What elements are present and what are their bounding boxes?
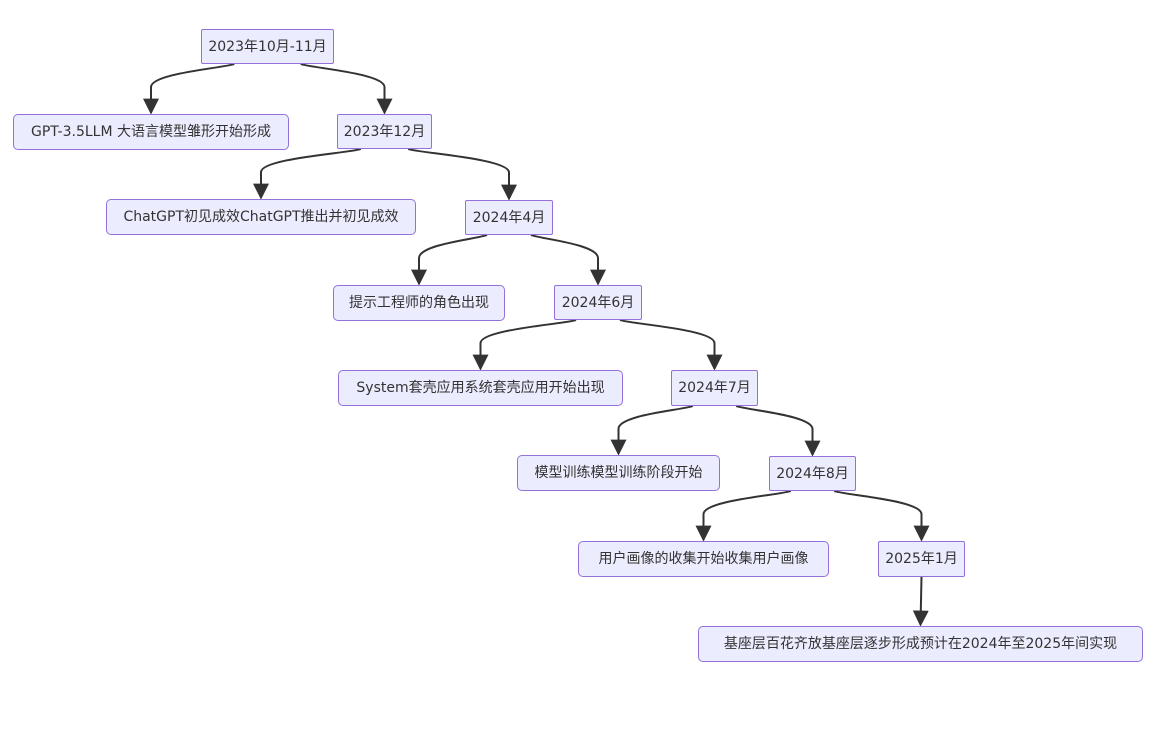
edge-d2023_10_11-to-gpt35 bbox=[143, 63, 235, 115]
node-2023-10-11: 2023年10月-11月 bbox=[201, 29, 334, 64]
node-label: 用户画像的收集开始收集用户画像 bbox=[598, 551, 809, 567]
edge-d2023_10_11-to-d2023_12 bbox=[300, 63, 393, 115]
edge-d2024_07-to-training bbox=[610, 405, 694, 456]
node-label: 2024年7月 bbox=[678, 380, 751, 396]
node-label: GPT-3.5LLM 大语言模型雏形开始形成 bbox=[30, 124, 271, 140]
node-2024-06: 2024年6月 bbox=[554, 285, 642, 320]
node-label: 基座层百花齐放基座层逐步形成预计在2024年至2025年间实现 bbox=[723, 636, 1118, 652]
node-chatgpt: ChatGPT初见成效ChatGPT推出并初见成效 bbox=[106, 199, 416, 235]
node-2024-07: 2024年7月 bbox=[671, 370, 758, 406]
node-prompt-engineer: 提示工程师的角色出现 bbox=[333, 285, 505, 321]
node-2025-01: 2025年1月 bbox=[878, 541, 965, 577]
node-system-shell-app: System套壳应用系统套壳应用开始出现 bbox=[338, 370, 623, 406]
node-base-layer: 基座层百花齐放基座层逐步形成预计在2024年至2025年间实现 bbox=[698, 626, 1143, 662]
node-2024-08: 2024年8月 bbox=[769, 456, 856, 491]
node-label: 2024年4月 bbox=[472, 209, 546, 226]
edge-d2024_06-to-d2024_07 bbox=[619, 319, 723, 371]
node-user-persona: 用户画像的收集开始收集用户画像 bbox=[578, 541, 829, 577]
edge-d2024_08-to-d2025_01 bbox=[833, 490, 930, 542]
node-label: 2023年10月-11月 bbox=[208, 38, 327, 55]
node-label: 模型训练模型训练阶段开始 bbox=[534, 465, 703, 481]
edge-d2023_12-to-d2024_04 bbox=[407, 148, 517, 201]
edge-d2023_12-to-chatgpt bbox=[253, 148, 362, 200]
edge-d2024_08-to-persona bbox=[695, 490, 792, 542]
node-label: System套壳应用系统套壳应用开始出现 bbox=[356, 380, 605, 396]
edge-d2024_04-to-prompt bbox=[411, 234, 488, 286]
edge-d2024_04-to-d2024_06 bbox=[530, 234, 606, 286]
edge-d2024_07-to-d2024_08 bbox=[735, 405, 821, 457]
node-label: 2024年8月 bbox=[776, 465, 849, 482]
node-2023-12: 2023年12月 bbox=[337, 114, 432, 149]
node-label: 提示工程师的角色出现 bbox=[349, 295, 489, 311]
node-label: 2025年1月 bbox=[885, 551, 958, 567]
edge-d2024_06-to-system bbox=[472, 319, 577, 371]
edge-d2025_01-to-base bbox=[912, 576, 929, 627]
node-label: ChatGPT初见成效ChatGPT推出并初见成效 bbox=[123, 209, 399, 225]
node-label: 2023年12月 bbox=[343, 123, 426, 140]
node-2024-04: 2024年4月 bbox=[465, 200, 553, 235]
node-gpt35: GPT-3.5LLM 大语言模型雏形开始形成 bbox=[13, 114, 289, 150]
node-model-training: 模型训练模型训练阶段开始 bbox=[517, 455, 720, 491]
node-label: 2024年6月 bbox=[561, 294, 635, 311]
